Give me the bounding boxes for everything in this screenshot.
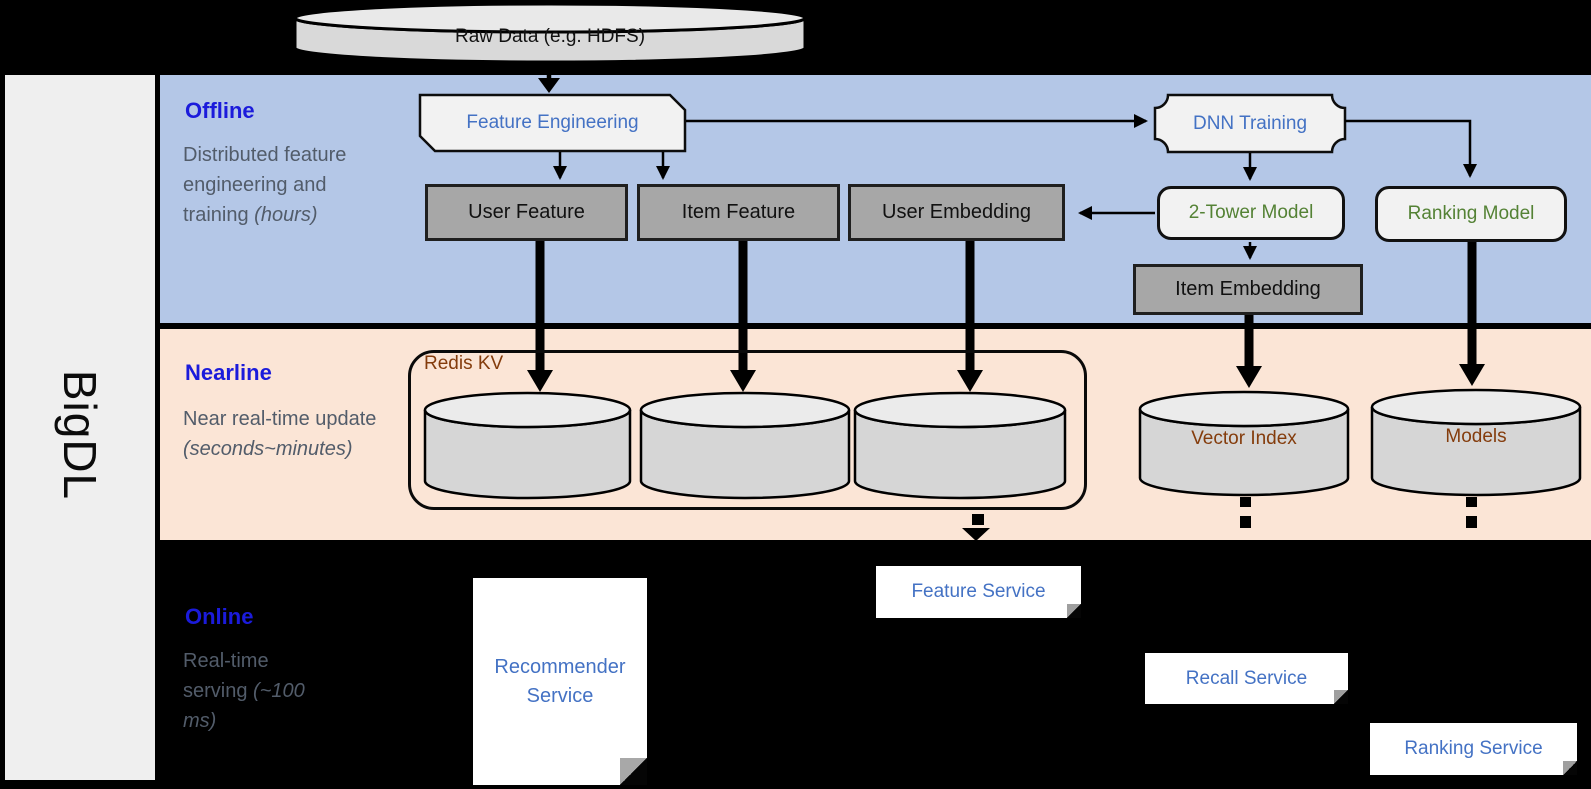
redis-kv-container <box>408 350 1087 510</box>
user-embedding-node: User Embedding <box>848 184 1065 241</box>
nearline-title: Nearline <box>185 360 272 385</box>
models-label: Models <box>1445 426 1507 447</box>
raw-data-store: Raw Data (e.g. HDFS) <box>454 26 646 47</box>
nearline-desc-text: Near real-time update <box>183 408 377 430</box>
online-description: Real-time serving (~100 ms) <box>183 646 323 736</box>
feature-service-node: Feature Service <box>876 566 1081 618</box>
item-embedding-node: Item Embedding <box>1133 264 1363 315</box>
offline-desc-italic: (hours) <box>254 204 318 226</box>
ranking-model-node: Ranking Model <box>1375 186 1567 242</box>
dnn-training-node: DNN Training <box>1192 112 1308 134</box>
nearline-desc-italic: (seconds~minutes) <box>183 438 353 460</box>
recommender-service-label: Recommender Service <box>494 655 626 707</box>
two-tower-model-node: 2-Tower Model <box>1157 186 1345 240</box>
item-feature-node: Item Feature <box>637 184 840 241</box>
brand-bigdl: BigDL <box>25 350 135 520</box>
vector-index-label: Vector Index <box>1191 428 1297 449</box>
recommender-service-node: Recommender Service <box>473 578 647 785</box>
bigdl-sidebar <box>5 75 155 780</box>
user-feature-node: User Feature <box>425 184 628 241</box>
online-title: Online <box>185 604 254 629</box>
offline-desc-text: Distributed feature engineering and trai… <box>183 144 347 226</box>
offline-description: Distributed feature engineering and trai… <box>183 140 351 230</box>
recall-service-node: Recall Service <box>1145 653 1348 704</box>
online-desc-italic: (~100 ms) <box>183 680 305 732</box>
nearline-description: Near real-time update (seconds~minutes) <box>183 404 379 464</box>
online-desc-text: Real-time serving <box>183 650 269 702</box>
feature-engineering-node: Feature Engineering <box>466 112 639 133</box>
redis-kv-label: Redis KV <box>424 353 504 374</box>
offline-title: Offline <box>185 98 255 123</box>
brand-label: BigDL <box>54 369 107 501</box>
ranking-service-node: Ranking Service <box>1370 723 1577 775</box>
